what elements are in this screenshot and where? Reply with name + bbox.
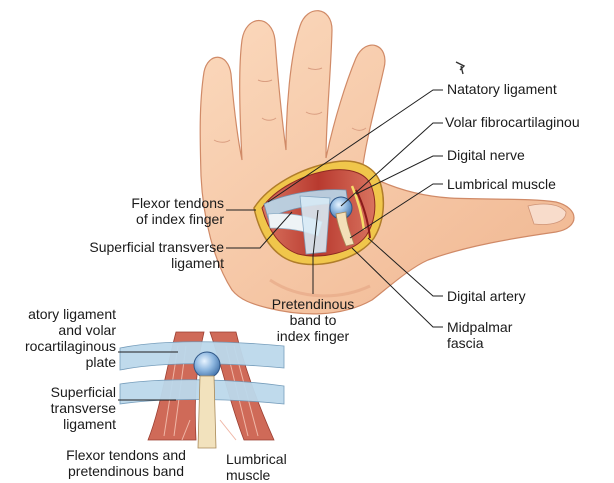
inset-tendon xyxy=(198,376,216,448)
label-lumbrical-muscle: Lumbrical muscle xyxy=(447,176,556,192)
label-inset-lumbrical-muscle: Lumbrical muscle xyxy=(226,451,287,483)
label-digital-artery: Digital artery xyxy=(447,288,526,304)
small-mark xyxy=(456,62,464,74)
label-volar-fibrocartilaginous: Volar fibrocartilaginou xyxy=(445,114,614,132)
label-flexor-tendons-index: Flexor tendons of index finger xyxy=(100,195,224,227)
label-inset-natatory-plate: atory ligament and volar rocartilaginous… xyxy=(0,306,116,370)
inset-illustration xyxy=(120,332,284,448)
label-digital-nerve: Digital nerve xyxy=(447,147,525,163)
label-inset-superficial-transverse: Superficial transverse ligament xyxy=(20,384,116,432)
label-natatory-ligament: Natatory ligament xyxy=(447,81,557,97)
label-pretendinous-band: Pretendinous band to index finger xyxy=(258,296,368,344)
label-midpalmar-fascia: Midpalmar fascia xyxy=(447,319,512,351)
label-superficial-transverse-ligament: Superficial transverse ligament xyxy=(54,239,224,271)
inset-metacarpal-head xyxy=(194,352,220,378)
label-inset-flexor-tendons: Flexor tendons and pretendinous band xyxy=(56,447,196,479)
